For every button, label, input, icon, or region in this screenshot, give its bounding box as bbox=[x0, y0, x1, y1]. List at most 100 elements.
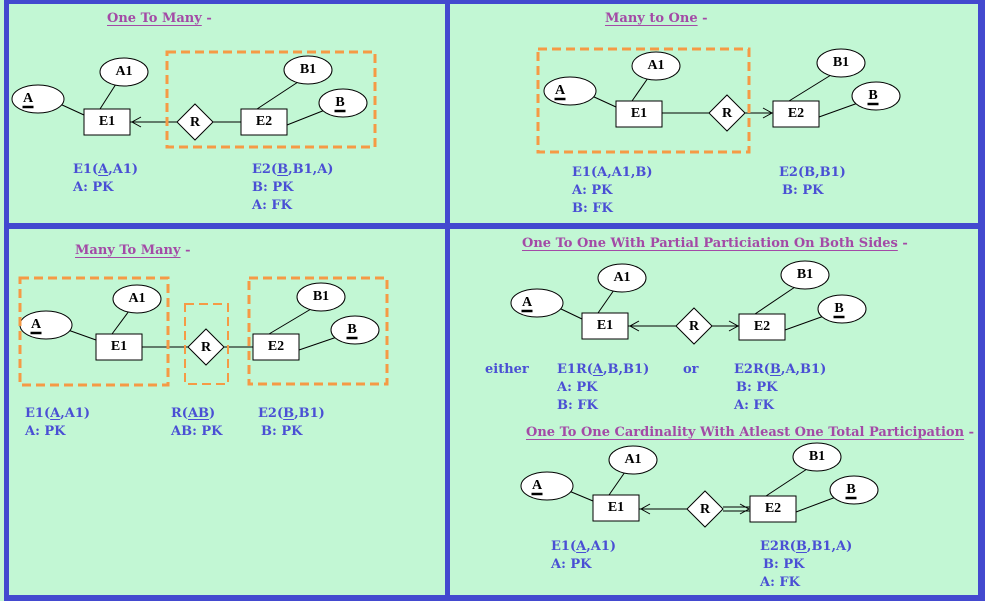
attribute-a1 bbox=[608, 445, 658, 475]
entity-e1-label: E1 bbox=[111, 339, 127, 354]
attribute-key-a-label: A bbox=[31, 317, 42, 332]
connector-line bbox=[568, 490, 594, 502]
entity-e1 bbox=[592, 494, 640, 522]
entity-e2 bbox=[749, 495, 797, 523]
entity-e1-label: E1 bbox=[608, 500, 624, 515]
entity-e1 bbox=[615, 100, 663, 128]
entity-e1-label: E1 bbox=[597, 318, 613, 333]
attribute-key-b-label: B bbox=[868, 88, 877, 103]
connector-line bbox=[818, 102, 859, 118]
attribute-key-b bbox=[330, 315, 380, 345]
arrow-head-to-e2 bbox=[739, 503, 751, 515]
attribute-b1-label: B1 bbox=[313, 289, 329, 304]
attribute-a1-label: A1 bbox=[624, 452, 641, 467]
schema-e2r-total: E2R(B,B1,A) B: PK A: FK bbox=[760, 539, 853, 590]
dashed-group-e2 bbox=[247, 276, 389, 386]
dashed-group-e1 bbox=[536, 47, 751, 154]
attribute-key-a bbox=[19, 310, 73, 340]
entity-e2 bbox=[738, 313, 786, 341]
connector-line bbox=[99, 83, 117, 110]
connector-line bbox=[631, 77, 649, 102]
attribute-b1 bbox=[283, 55, 333, 85]
attribute-a1-label: A1 bbox=[128, 291, 145, 306]
connector-line bbox=[788, 74, 832, 102]
or-label: or bbox=[683, 362, 699, 377]
attribute-b1-label: B1 bbox=[809, 449, 825, 464]
schema-e2r-partial: E2R(B,A,B1) B: PK A: FK bbox=[734, 362, 827, 413]
schema-e1-total: E1(A,A1) A: PK bbox=[551, 539, 617, 572]
attribute-b1 bbox=[296, 282, 346, 312]
connector-line bbox=[111, 310, 130, 335]
connector-line bbox=[67, 329, 97, 341]
attribute-b1-label: B1 bbox=[300, 62, 316, 77]
entity-e2-label: E2 bbox=[256, 114, 272, 129]
connector-line bbox=[298, 336, 338, 351]
arrow-head-to-e1 bbox=[639, 503, 651, 515]
entity-e1-label: E1 bbox=[99, 114, 115, 129]
title-many-to-many: Many To Many - bbox=[75, 243, 191, 258]
relationship-r bbox=[686, 490, 724, 528]
attribute-key-a bbox=[520, 471, 574, 501]
attribute-key-a-label: A bbox=[522, 295, 533, 310]
relationship-r bbox=[708, 94, 746, 132]
schema-e1-many-to-one: E1(A,A1,B) A: PK B: FK bbox=[572, 165, 653, 216]
attribute-key-a bbox=[510, 288, 564, 318]
connector-line bbox=[591, 95, 617, 108]
attribute-key-a-label: A bbox=[23, 91, 34, 106]
either-label: either bbox=[485, 362, 529, 377]
relationship-r-label: R bbox=[700, 502, 711, 517]
connector-line bbox=[59, 103, 85, 116]
schema-e2-many-to-one: E2(B,B1) B: PK bbox=[779, 165, 846, 198]
relationship-r bbox=[675, 307, 713, 345]
attribute-key-b-label: B bbox=[335, 95, 344, 110]
attribute-key-b-label: B bbox=[834, 301, 843, 316]
connector-line bbox=[597, 289, 615, 314]
relationship-r bbox=[187, 328, 225, 366]
attribute-key-a bbox=[11, 84, 65, 114]
connector-line bbox=[608, 471, 626, 496]
diagram-one-to-one-total: A A1 B1B E1 E2 R bbox=[520, 442, 879, 528]
title-one-to-one-partial: One To One With Partial Particiation On … bbox=[522, 236, 908, 251]
connector-line bbox=[256, 81, 299, 110]
attribute-key-b-label: B bbox=[846, 482, 855, 497]
schema-e2-many-to-many: E2(B,B1) B: PK bbox=[258, 406, 325, 439]
entity-e2 bbox=[772, 100, 820, 128]
attribute-b1-label: B1 bbox=[797, 267, 813, 282]
attribute-a1-label: A1 bbox=[115, 64, 132, 79]
attribute-key-b bbox=[851, 81, 901, 111]
arrow-head-to-e2 bbox=[728, 320, 740, 332]
title-one-to-one-total: One To One Cardinality With Atleast One … bbox=[526, 425, 974, 440]
entity-e2-label: E2 bbox=[765, 501, 781, 516]
title-one-to-many: One To Many - bbox=[107, 11, 212, 26]
arrow-head-to-e1 bbox=[130, 116, 142, 128]
attribute-a1-label: A1 bbox=[613, 270, 630, 285]
relationship-r-label: R bbox=[190, 115, 201, 130]
entity-e2-label: E2 bbox=[754, 319, 770, 334]
attribute-a1 bbox=[112, 284, 162, 314]
attribute-a1 bbox=[631, 51, 681, 81]
attribute-key-b bbox=[817, 294, 867, 324]
attribute-key-a bbox=[543, 76, 597, 106]
arrow-head-to-e1 bbox=[628, 320, 640, 332]
relationship-r bbox=[176, 103, 214, 141]
dashed-group-r bbox=[184, 303, 229, 385]
connector-line bbox=[558, 307, 583, 320]
attribute-key-a-label: A bbox=[555, 83, 566, 98]
schema-r-many-to-many: R(AB) AB: PK bbox=[171, 406, 223, 439]
attribute-key-b-label: B bbox=[347, 322, 356, 337]
connector-line bbox=[765, 468, 808, 497]
schema-e1-one-to-many: E1(A,A1) A: PK bbox=[73, 162, 139, 195]
connector-line bbox=[286, 109, 326, 126]
relationship-r-label: R bbox=[201, 340, 212, 355]
connector-line bbox=[795, 496, 837, 513]
attribute-key-a-label: A bbox=[532, 478, 543, 493]
attribute-b1 bbox=[780, 260, 830, 290]
attribute-key-b bbox=[829, 475, 879, 505]
entity-e2 bbox=[240, 108, 288, 136]
entity-e1-label: E1 bbox=[631, 106, 647, 121]
schema-e2-one-to-many: E2(B,B1,A) B: PK A: FK bbox=[252, 162, 334, 213]
